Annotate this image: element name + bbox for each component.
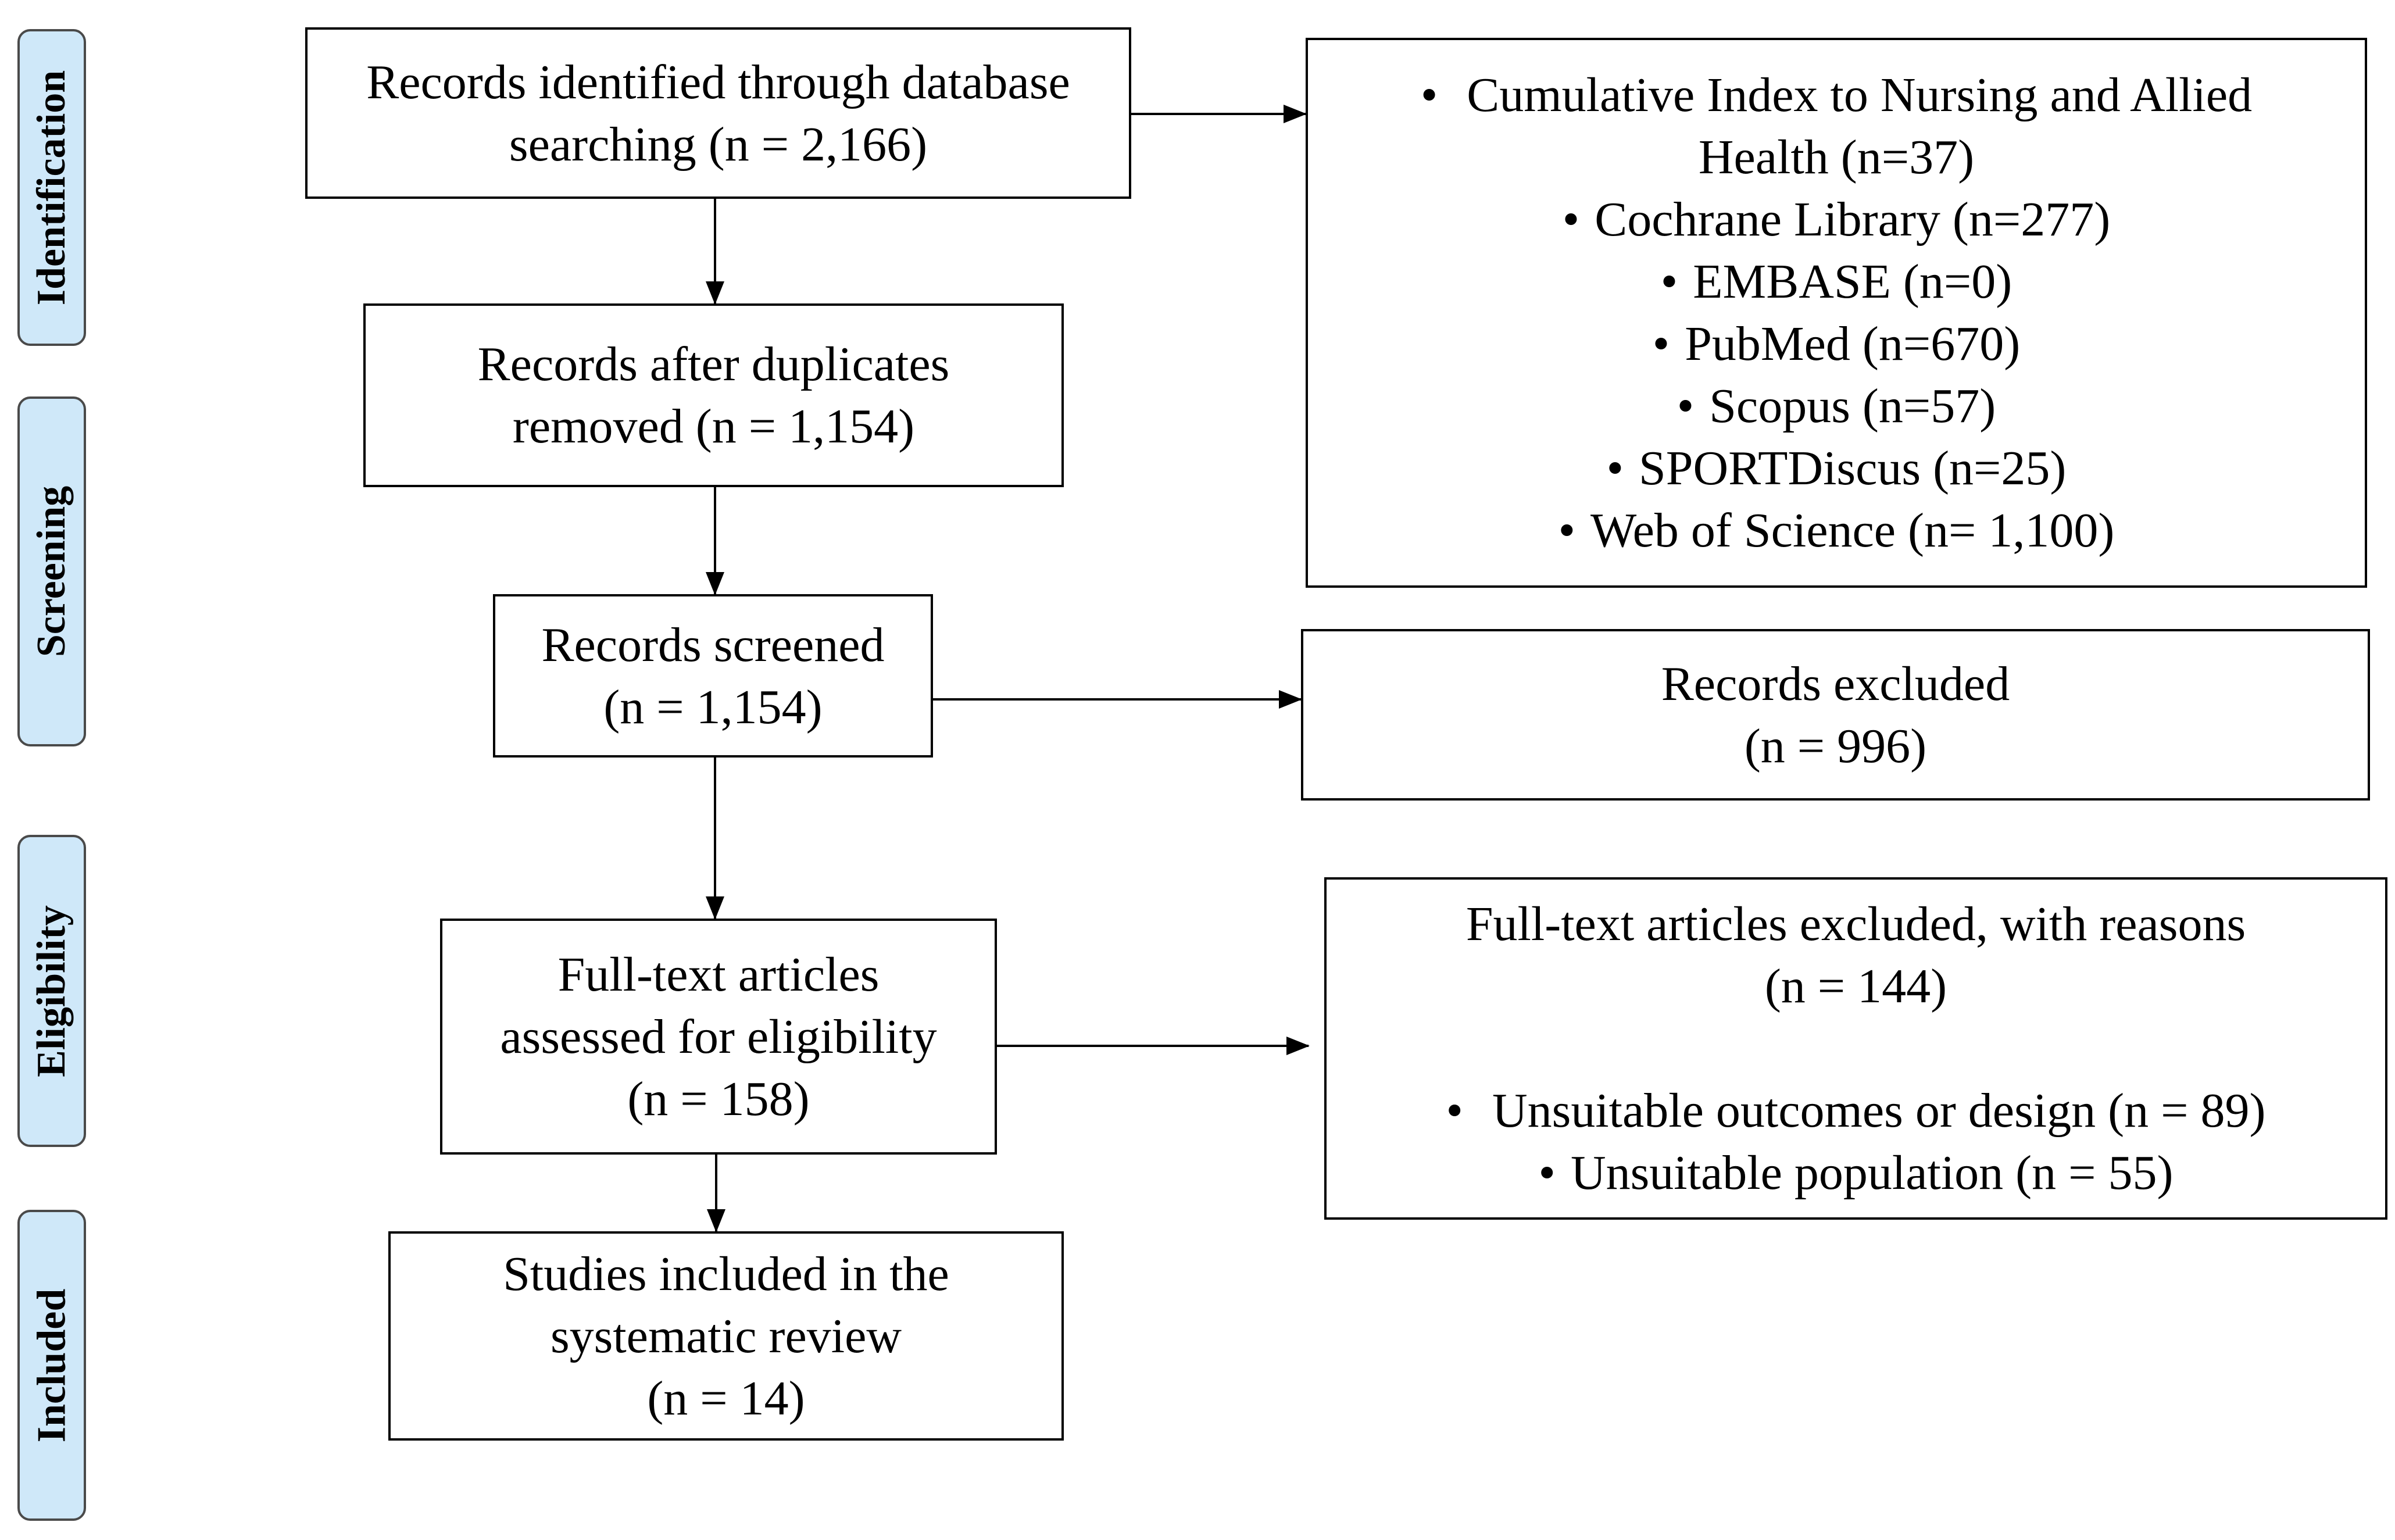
box-text-line: Full-text articles excluded, with reason… [1465, 897, 2246, 951]
box-text-line: removed (n = 1,154) [512, 399, 915, 453]
databases-list-box: •Cumulative Index to Nursing and Allied … [1306, 38, 2367, 588]
phase-label-identification: Identification [17, 29, 86, 346]
box-text-line: Records identified through database [366, 55, 1070, 109]
phase-label-eligibility: Eligibility [17, 835, 86, 1147]
database-item-text: Cumulative Index to Nursing and Allied [1467, 68, 2253, 122]
database-item-text: Cochrane Library (n=277) [1595, 192, 2111, 246]
exclusion-reason: • Unsuitable outcomes or design (n = 89) [1446, 1080, 2266, 1142]
database-item: • Scopus (n=57) [1677, 375, 1996, 437]
bullet-icon: • [1652, 317, 1670, 371]
box-text-line: (n = 996) [1744, 719, 1927, 773]
box-text-line: (n = 144) [1764, 959, 1947, 1013]
database-item: • Cumulative Index to Nursing and Allied [1421, 64, 2252, 126]
bullet-icon: • [1676, 379, 1695, 433]
box-text-line: Records screened [541, 617, 885, 672]
bullet-icon: • [1606, 441, 1624, 495]
box-text-line: searching (n = 2,166) [509, 117, 928, 171]
database-item-text: EMBASE (n=0) [1693, 255, 2012, 309]
database-item-text: PubMed (n=670) [1685, 317, 2021, 371]
box-text-line: Records excluded [1661, 656, 2010, 711]
records-screened-box: Records screened (n = 1,154) [493, 594, 933, 758]
box-text-line: (n = 14) [647, 1371, 805, 1425]
database-item: • Cochrane Library (n=277) [1563, 188, 2110, 251]
fulltext-excluded-box: Full-text articles excluded, with reason… [1324, 877, 2387, 1220]
database-item-text: Web of Science (n= 1,100) [1590, 503, 2115, 558]
box-text-line: (n = 158) [627, 1071, 810, 1126]
box-text-line: Studies included in the [503, 1246, 949, 1301]
bullet-icon: • [1538, 1146, 1556, 1200]
box-text-line: Full-text articles [557, 947, 880, 1002]
exclusion-reason-text: Unsuitable population (n = 55) [1570, 1146, 2174, 1200]
bullet-icon: • [1420, 68, 1438, 122]
database-item: • PubMed (n=670) [1653, 313, 2020, 375]
phase-label-screening: Screening [17, 396, 86, 746]
box-text-line: Records after duplicates [477, 337, 950, 391]
database-item-text: SPORTDiscus (n=25) [1639, 441, 2067, 495]
bullet-icon: • [1558, 503, 1576, 558]
database-item-text: Scopus (n=57) [1709, 379, 1996, 433]
studies-included-box: Studies included in the systematic revie… [388, 1231, 1064, 1441]
fulltext-assessed-box: Full-text articles assessed for eligibil… [440, 919, 997, 1155]
database-item: • SPORTDiscus (n=25) [1607, 437, 2067, 499]
records-after-duplicates-box: Records after duplicates removed (n = 1,… [363, 303, 1064, 487]
phase-label-included: Included [17, 1210, 86, 1521]
records-identified-box: Records identified through database sear… [305, 27, 1131, 199]
box-text-line: (n = 1,154) [603, 680, 823, 734]
box-text-line: systematic review [550, 1309, 902, 1363]
database-item-text: Health (n=37) [1698, 130, 1975, 184]
exclusion-reason: • Unsuitable population (n = 55) [1539, 1142, 2174, 1204]
bullet-icon: • [1562, 192, 1580, 246]
bullet-icon: • [1660, 255, 1678, 309]
database-item: • EMBASE (n=0) [1661, 251, 2012, 313]
records-excluded-box: Records excluded (n = 996) [1301, 629, 2370, 801]
database-item: • Web of Science (n= 1,100) [1558, 499, 2115, 562]
exclusion-reason-text: Unsuitable outcomes or design (n = 89) [1492, 1084, 2266, 1138]
box-text-line: assessed for eligibility [500, 1009, 937, 1064]
bullet-icon: • [1446, 1084, 1463, 1138]
